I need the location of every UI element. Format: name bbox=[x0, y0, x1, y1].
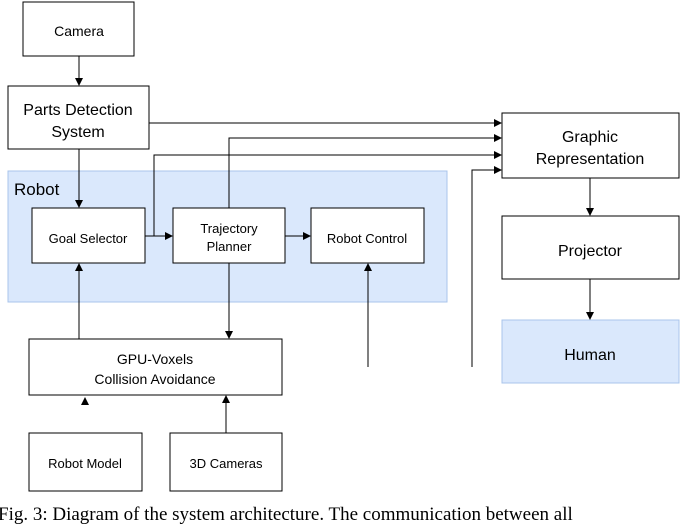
human-box bbox=[501, 319, 680, 384]
connectors bbox=[75, 56, 594, 433]
graphic-representation-label-line1: Graphic bbox=[562, 129, 618, 146]
robot-model-box bbox=[28, 432, 143, 492]
trajectory-planner-label-line1: Trajectory bbox=[200, 221, 258, 236]
parts-detection-label-line2: System bbox=[51, 124, 104, 141]
figure-caption: Fig. 3: Diagram of the system architectu… bbox=[0, 504, 573, 525]
projector-box bbox=[501, 215, 680, 280]
camera-label: Camera bbox=[54, 23, 104, 39]
camera-box bbox=[22, 1, 135, 57]
robot-group-label: Robot bbox=[14, 180, 60, 199]
arrow-trajectory-planner-to-graphic-representation bbox=[228, 134, 502, 208]
gpu-voxels-label-line1: GPU-Voxels bbox=[117, 351, 193, 367]
graphic-representation-box bbox=[501, 112, 680, 179]
trajectory-planner-label-line2: Planner bbox=[207, 239, 252, 254]
robot-control-label: Robot Control bbox=[327, 231, 407, 246]
gpu-voxels-box bbox=[28, 338, 283, 396]
goal-selector-box bbox=[31, 207, 146, 264]
parts-detection-box bbox=[7, 85, 150, 150]
gpu-voxels-label-line2: Collision Avoidance bbox=[94, 371, 215, 387]
cameras-3d-label: 3D Cameras bbox=[190, 456, 263, 471]
robot-model-label: Robot Model bbox=[48, 456, 122, 471]
cameras-3d-box bbox=[169, 432, 283, 492]
human-label: Human bbox=[564, 347, 616, 364]
arrow-external-to-graphic-representation bbox=[471, 166, 502, 367]
parts-detection-label-line1: Parts Detection bbox=[23, 102, 132, 119]
projector-label: Projector bbox=[558, 243, 623, 260]
goal-selector-label: Goal Selector bbox=[49, 231, 128, 246]
trajectory-planner-box bbox=[172, 207, 286, 264]
graphic-representation-label-line2: Representation bbox=[536, 151, 645, 168]
